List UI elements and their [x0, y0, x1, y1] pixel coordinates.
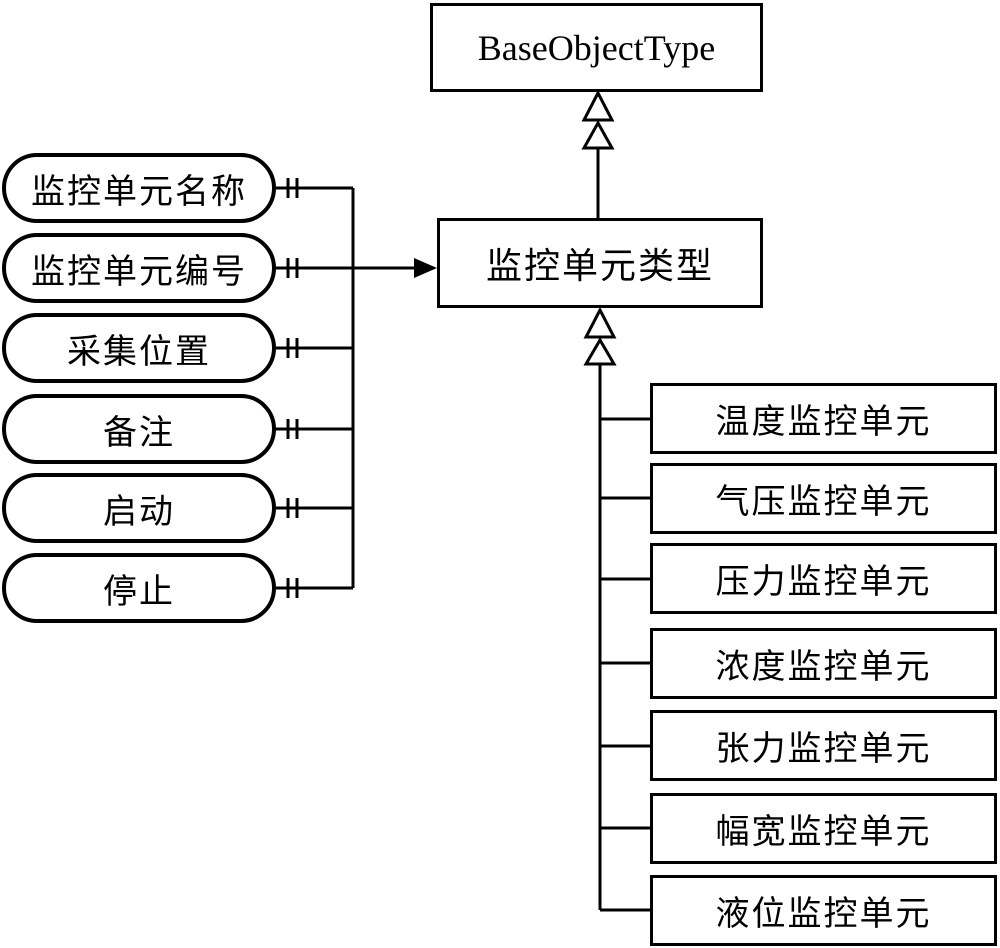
main-class-box: 监控单元类型 [437, 218, 763, 308]
subtype-box-liquid-level: 液位监控单元 [650, 875, 997, 946]
main-class-label: 监控单元类型 [485, 246, 714, 286]
property-pill-collect-position: 采集位置 [2, 313, 276, 383]
property-label: 监控单元名称 [31, 173, 247, 211]
property-pill-stop: 停止 [2, 553, 276, 623]
subtype-box-width: 幅宽监控单元 [650, 793, 997, 864]
subtype-label: 液位监控单元 [715, 896, 932, 933]
subtype-label: 幅宽监控单元 [715, 814, 932, 851]
property-label: 备注 [103, 414, 175, 452]
filled-arrowhead-icon [414, 258, 437, 278]
subtype-label: 压力监控单元 [715, 564, 932, 601]
base-object-type-label: BaseObjectType [477, 27, 716, 68]
subtype-label: 气压监控单元 [715, 484, 932, 521]
subtype-box-concentration: 浓度监控单元 [650, 628, 997, 699]
property-pill-number: 监控单元编号 [2, 233, 276, 303]
hollow-triangle-icon [583, 306, 617, 339]
hollow-triangle-icon [581, 89, 615, 122]
property-label: 停止 [103, 573, 175, 611]
subtype-box-tension: 张力监控单元 [650, 710, 997, 781]
subtype-label: 温度监控单元 [715, 404, 932, 441]
property-pill-start: 启动 [2, 473, 276, 543]
subtype-box-air-pressure: 气压监控单元 [650, 463, 997, 534]
property-pill-remark: 备注 [2, 394, 276, 464]
property-label: 采集位置 [67, 333, 211, 371]
hollow-triangle-icon [581, 119, 615, 150]
base-object-type-box: BaseObjectType [430, 3, 763, 92]
subtype-label: 张力监控单元 [715, 731, 932, 768]
property-label: 启动 [103, 493, 175, 531]
property-label: 监控单元编号 [31, 253, 247, 291]
subtype-box-temperature: 温度监控单元 [650, 383, 997, 454]
property-pill-name: 监控单元名称 [2, 153, 276, 223]
subtype-box-pressure: 压力监控单元 [650, 543, 997, 614]
hollow-triangle-icon [583, 337, 617, 366]
subtype-label: 浓度监控单元 [715, 649, 932, 686]
